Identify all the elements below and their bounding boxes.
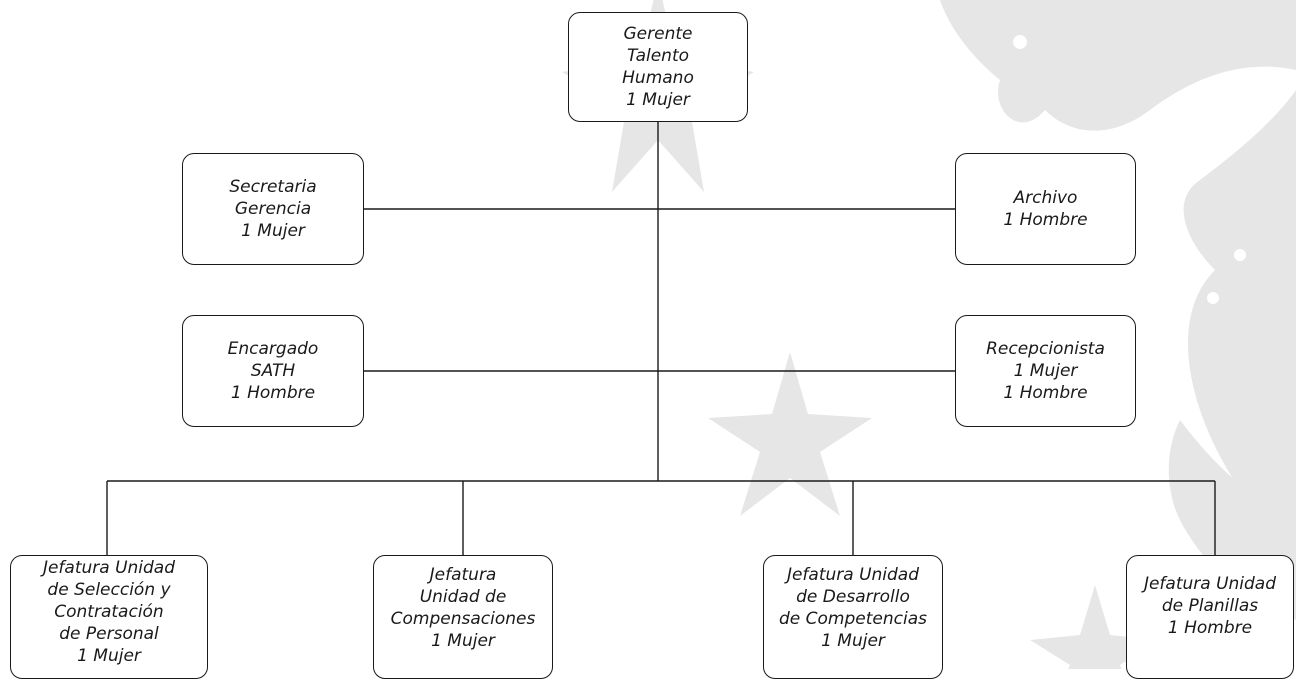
node-secretaria: Secretaria Gerencia 1 Mujer <box>182 153 364 265</box>
node-archivo: Archivo 1 Hombre <box>955 153 1136 265</box>
node-desarrollo-line-3: de Competencias <box>779 609 927 629</box>
node-secretaria-line-3: 1 Mujer <box>241 221 305 241</box>
watermark-star-middle <box>708 352 872 516</box>
watermark-dot-1 <box>1013 35 1027 49</box>
node-compensaciones-line-3: Compensaciones <box>390 609 536 629</box>
node-recepcionista-line-2: 1 Mujer <box>1013 361 1078 381</box>
node-seleccion-line-4: de Personal <box>59 624 159 644</box>
node-seleccion: Jefatura Unidad de Selección y Contratac… <box>10 555 208 679</box>
node-planillas-line-3: 1 Hombre <box>1167 618 1253 638</box>
node-encargado-line-3: 1 Hombre <box>230 383 316 403</box>
node-recepcionista-line-3: 1 Hombre <box>1003 383 1088 403</box>
node-gerente-line-4: 1 Mujer <box>626 90 690 110</box>
node-seleccion-line-1: Jefatura Unidad <box>42 558 176 578</box>
node-compensaciones-line-4: 1 Mujer <box>431 631 495 651</box>
node-gerente-line-3: Humano <box>622 68 694 88</box>
node-planillas-line-2: de Planillas <box>1161 596 1259 616</box>
node-planillas: Jefatura Unidad de Planillas 1 Hombre <box>1126 555 1294 679</box>
node-archivo-line-1: Archivo <box>1013 188 1078 208</box>
watermark-dot-2 <box>1207 292 1219 304</box>
node-planillas-line-1: Jefatura Unidad <box>1143 574 1277 594</box>
watermark-emblem-top <box>940 0 1296 131</box>
node-encargado-line-2: SATH <box>250 361 296 381</box>
node-desarrollo-line-1: Jefatura Unidad <box>786 565 920 585</box>
node-secretaria-line-2: Gerencia <box>234 199 312 219</box>
node-seleccion-line-3: Contratación <box>54 602 164 622</box>
node-seleccion-line-5: 1 Mujer <box>77 646 141 666</box>
node-compensaciones-line-1: Jefatura <box>429 565 497 585</box>
node-desarrollo-line-4: 1 Mujer <box>821 631 885 651</box>
node-secretaria-line-1: Secretaria <box>229 177 317 197</box>
node-encargado: Encargado SATH 1 Hombre <box>182 315 364 427</box>
node-archivo-line-2: 1 Hombre <box>1003 210 1088 230</box>
node-gerente: Gerente Talento Humano 1 Mujer <box>568 12 748 122</box>
node-compensaciones-line-2: Unidad de <box>419 587 507 607</box>
node-compensaciones: Jefatura Unidad de Compensaciones 1 Muje… <box>373 555 553 679</box>
node-gerente-line-1: Gerente <box>623 24 693 44</box>
node-recepcionista-line-1: Recepcionista <box>986 339 1105 359</box>
watermark-dot-3 <box>1234 249 1246 261</box>
node-desarrollo: Jefatura Unidad de Desarrollo de Compete… <box>763 555 943 679</box>
node-desarrollo-line-2: de Desarrollo <box>796 587 910 607</box>
node-encargado-line-1: Encargado <box>227 339 319 359</box>
watermark-emblem-right <box>1183 90 1296 560</box>
node-recepcionista: Recepcionista 1 Mujer 1 Hombre <box>955 315 1136 427</box>
node-seleccion-line-2: de Selección y <box>47 580 171 600</box>
node-gerente-line-2: Talento <box>626 46 690 66</box>
